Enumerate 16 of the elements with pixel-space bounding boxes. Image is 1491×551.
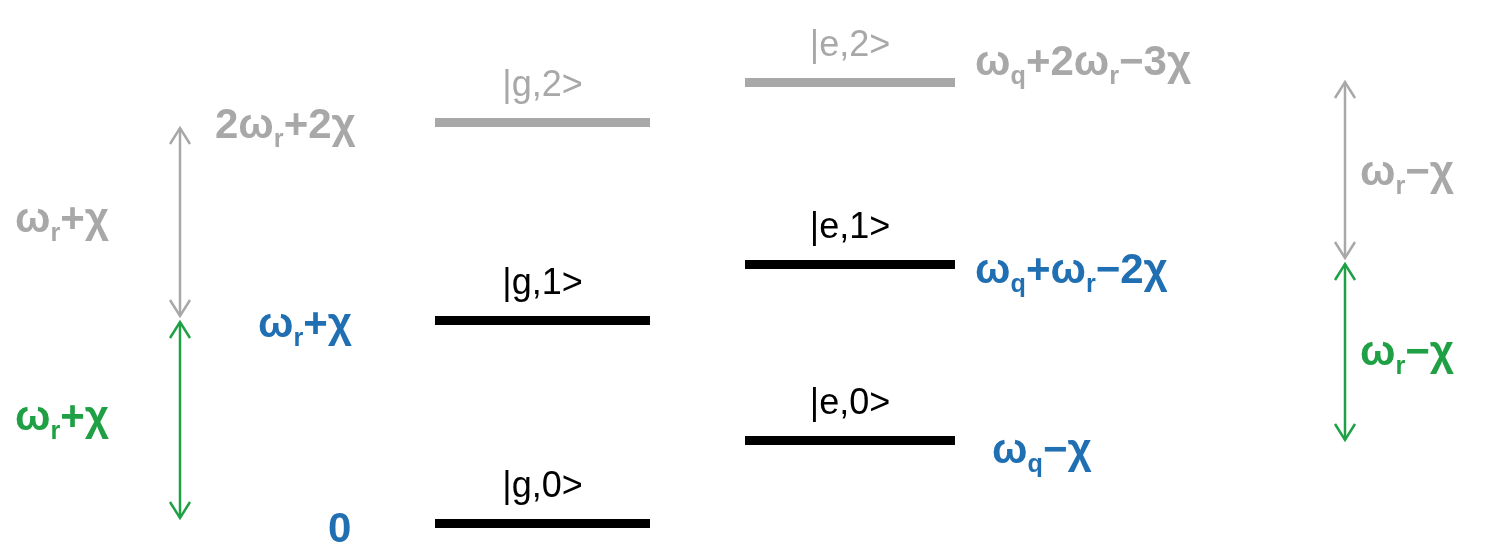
measure-label: ω$_{r}$−χ — [1360, 150, 1454, 199]
state-label: |e,1> — [808, 208, 892, 244]
energy-label: ω$_{r}$+χ — [258, 302, 352, 351]
state-label: |g,0> — [501, 467, 584, 503]
energy-label: 0 — [328, 507, 352, 549]
energy-label: ω$_{q}$−χ — [992, 428, 1092, 477]
energy-label: ω$_{q}$+2ω$_{r}$−3χ — [975, 40, 1192, 89]
state-label: |e,2> — [808, 26, 892, 62]
state-label: |g,2> — [501, 66, 584, 102]
energy-label: ω$_{q}$+ω$_{r}$−2χ — [975, 248, 1168, 297]
state-label: |g,1> — [501, 264, 584, 300]
measure-label: ω$_{r}$+χ — [15, 197, 109, 246]
energy-label: 2ω$_{r}$+2χ — [215, 103, 356, 152]
measure-label: ω$_{r}$+χ — [15, 395, 109, 444]
state-label: |e,0> — [808, 384, 892, 420]
measure-label: ω$_{r}$−χ — [1360, 330, 1454, 379]
